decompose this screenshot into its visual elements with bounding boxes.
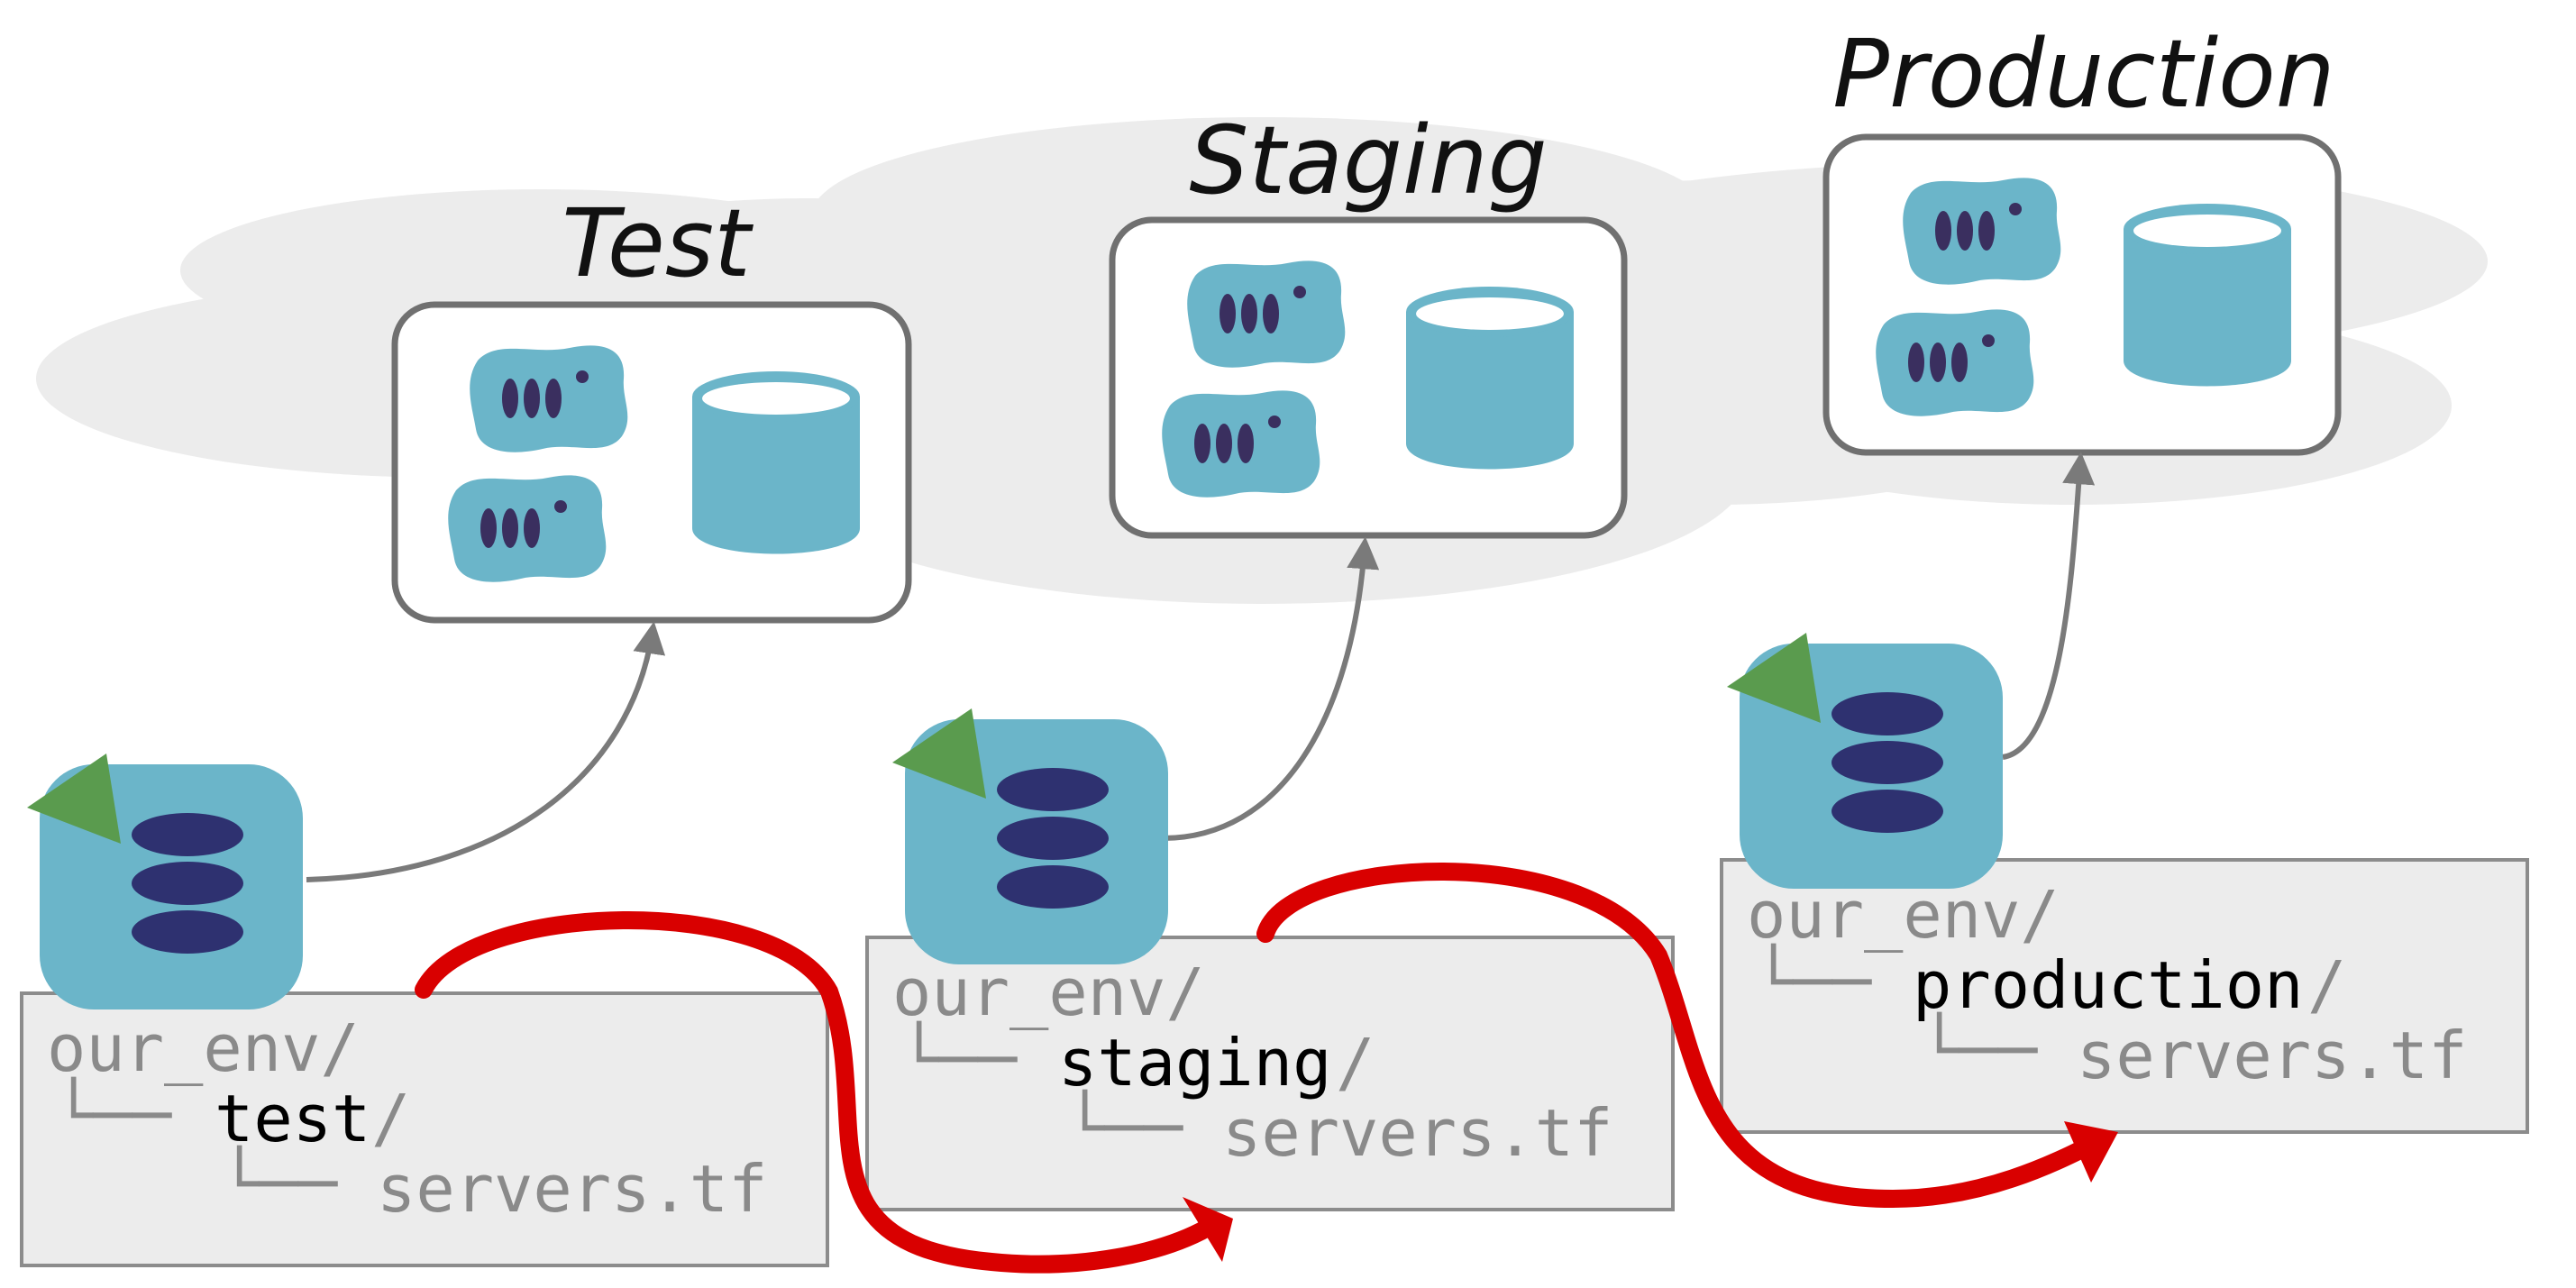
folder-slash: / xyxy=(371,1081,410,1156)
terraform-icon xyxy=(27,754,303,1009)
env-title-production: Production xyxy=(1832,19,2334,129)
deploy-arrow-production xyxy=(2002,452,2096,760)
terraform-icon xyxy=(1727,633,2003,889)
folder-slash: / xyxy=(2307,947,2346,1023)
database-icon xyxy=(692,371,860,554)
server-icon xyxy=(1187,260,1346,368)
folder-root: our_env/ xyxy=(892,955,1205,1030)
tree-branch: └── xyxy=(220,1145,339,1221)
folder-file: servers.tf xyxy=(1222,1095,1612,1171)
folder-root: our_env/ xyxy=(1747,877,2060,953)
folder-box-test xyxy=(20,991,829,1267)
server-icon xyxy=(1162,390,1320,498)
promote-arrowhead xyxy=(2064,1121,2118,1183)
folder-file: servers.tf xyxy=(2077,1018,2467,1093)
folder-box-production xyxy=(1720,858,2529,1134)
promote-arrow-staging-to-production xyxy=(1256,863,2100,1209)
folder-tree-staging: our_env/ └── staging / └── servers.tf xyxy=(892,955,1612,1171)
folder-dir: staging xyxy=(1058,1025,1331,1101)
folder-root: our_env/ xyxy=(47,1010,360,1086)
database-icon xyxy=(1406,287,1574,470)
folder-tree-production: our_env/ └── production / └── servers.tf xyxy=(1747,877,2467,1093)
promote-arrowhead xyxy=(1183,1197,1233,1262)
database-icon xyxy=(2124,204,2291,387)
folder-file: servers.tf xyxy=(377,1151,767,1227)
tree-branch: └── xyxy=(900,1020,1019,1097)
server-icon xyxy=(470,345,628,452)
deploy-arrow-staging xyxy=(1162,536,1380,841)
folder-dir: production xyxy=(1913,947,2303,1023)
folder-slash: / xyxy=(1336,1025,1375,1101)
server-icon xyxy=(1876,309,2034,416)
terraform-icon xyxy=(892,708,1168,964)
server-icon xyxy=(1903,178,2061,285)
env-title-staging: Staging xyxy=(1189,105,1547,215)
env-title-test: Test xyxy=(562,188,754,298)
tree-branch: └── xyxy=(1754,943,1873,1019)
folder-tree-test: our_env/ └── test / └── servers.tf xyxy=(47,1010,767,1227)
tree-branch: └── xyxy=(54,1076,173,1153)
folder-box-staging xyxy=(865,936,1675,1211)
deploy-arrow-test xyxy=(306,621,666,882)
server-icon xyxy=(448,475,607,582)
folder-dir: test xyxy=(215,1081,370,1156)
tree-branch: └── xyxy=(1065,1089,1184,1165)
promote-arrow-test-to-staging xyxy=(415,911,1217,1274)
tree-branch: └── xyxy=(1920,1011,2039,1088)
